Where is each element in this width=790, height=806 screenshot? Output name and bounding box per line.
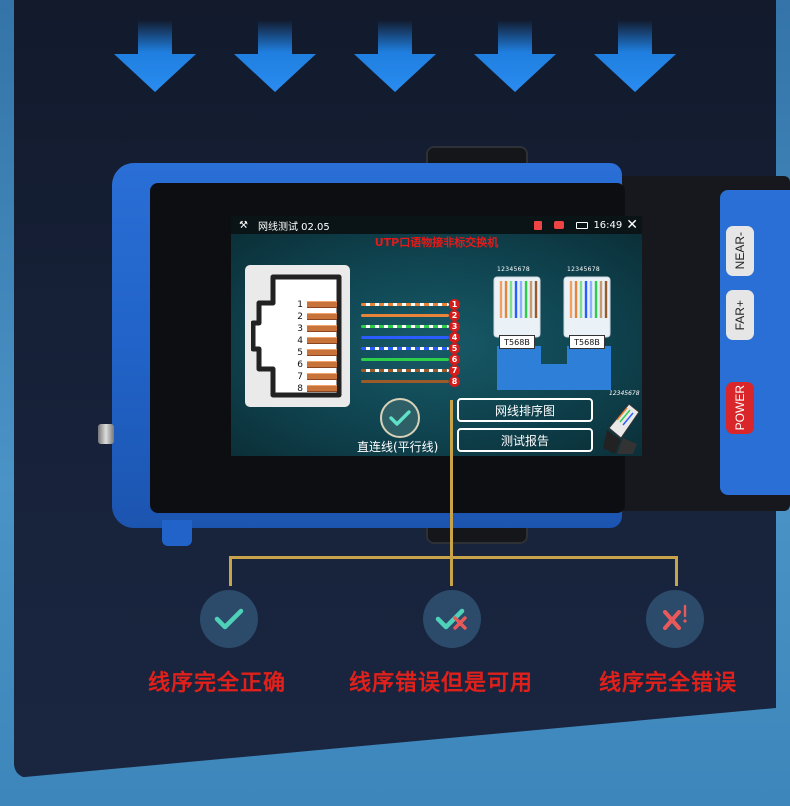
plug-standard-label: T568B	[569, 335, 605, 349]
connector-line	[229, 556, 678, 559]
pin-contact	[307, 301, 337, 308]
status-bar: ⚒ 网线测试 02.05 16:49 ✕	[231, 216, 642, 234]
wire-3	[361, 325, 449, 328]
cable-plug-icon	[603, 403, 640, 454]
test-report-button[interactable]: 测试报告	[457, 428, 593, 452]
usable-check-cross-icon	[423, 590, 481, 648]
far-button[interactable]: FAR+	[726, 290, 754, 340]
connector-link-graphic	[497, 346, 611, 390]
caption-usable: 线序错误但是可用	[349, 670, 534, 696]
plug-pin-numbers: 12345678	[497, 266, 530, 273]
pin-number: 5	[297, 348, 303, 358]
connector-line	[675, 556, 678, 586]
wire-6	[361, 358, 449, 361]
wrench-icon[interactable]: ⚒	[239, 219, 248, 231]
pin-contact	[307, 313, 337, 320]
caption-correct: 线序完全正确	[148, 670, 287, 696]
screen-heading: UTP口语物接非标交换机	[374, 236, 499, 249]
wrong-cross-icon	[646, 590, 704, 648]
far-button-label: FAR+	[733, 299, 747, 331]
wire-2	[361, 314, 449, 317]
pin-contact	[307, 373, 337, 380]
close-icon[interactable]: ✕	[626, 217, 638, 233]
pin-number: 3	[297, 324, 303, 334]
device-screen: ⚒ 网线测试 02.05 16:49 ✕ UTP口语物接非标交换机 1 2 3 …	[231, 216, 642, 456]
rj45-jack-graphic: 1 2 3 4 5 6 7 8	[245, 265, 350, 407]
wire-5	[361, 347, 449, 350]
caption-wrong: 线序完全错误	[599, 670, 738, 696]
wire-7	[361, 369, 449, 372]
near-button-label: NEAR-	[733, 232, 747, 270]
pin-number: 2	[297, 312, 303, 322]
plug-pin-numbers: 12345678	[567, 266, 600, 273]
wire-label: 8	[449, 376, 460, 387]
pin-number: 4	[297, 336, 303, 346]
correct-check-icon	[200, 590, 258, 648]
pin-contact	[307, 325, 337, 332]
plug-standard-label: T568B	[499, 335, 535, 349]
pin-number: 1	[297, 300, 303, 310]
power-button-label: POWER	[733, 385, 747, 431]
wire-label: 3	[449, 321, 460, 332]
battery-save-icon	[534, 220, 543, 230]
wire-1	[361, 303, 449, 306]
wire-map-button[interactable]: 网线排序图	[457, 398, 593, 422]
connector-line	[450, 400, 453, 586]
wire-label: 7	[449, 365, 460, 376]
pin-contact	[307, 385, 337, 392]
pin-number: 8	[297, 384, 303, 394]
down-arrow-icon	[474, 20, 556, 92]
status-title: 网线测试 02.05	[257, 221, 330, 233]
near-button[interactable]: NEAR-	[726, 226, 754, 276]
battery-icon	[576, 221, 589, 229]
down-arrow-icon	[114, 20, 196, 92]
power-button[interactable]: POWER	[726, 382, 754, 434]
down-arrow-icon	[354, 20, 436, 92]
wire-label: 2	[449, 310, 460, 321]
down-arrow-icon	[234, 20, 316, 92]
connector-line	[229, 556, 232, 586]
wire-4	[361, 336, 449, 339]
pin-contact	[307, 337, 337, 344]
down-arrow-icon	[594, 20, 676, 92]
device-foot	[162, 520, 192, 546]
wire-label: 4	[449, 332, 460, 343]
wire-label: 5	[449, 343, 460, 354]
pin-contact	[307, 349, 337, 356]
network-icon	[554, 221, 565, 229]
pin-contact	[307, 361, 337, 368]
result-label: 直连线(平行线)	[357, 440, 439, 454]
result-check-icon	[380, 398, 420, 438]
corner-pin-numbers: 12345678	[609, 390, 640, 397]
wire-label: 1	[449, 299, 460, 310]
pin-number: 7	[297, 372, 303, 382]
pin-number: 6	[297, 360, 303, 370]
wire-label: 6	[449, 354, 460, 365]
bnc-connector	[98, 424, 114, 444]
wire-8	[361, 380, 449, 383]
status-time: 16:49	[593, 219, 623, 231]
